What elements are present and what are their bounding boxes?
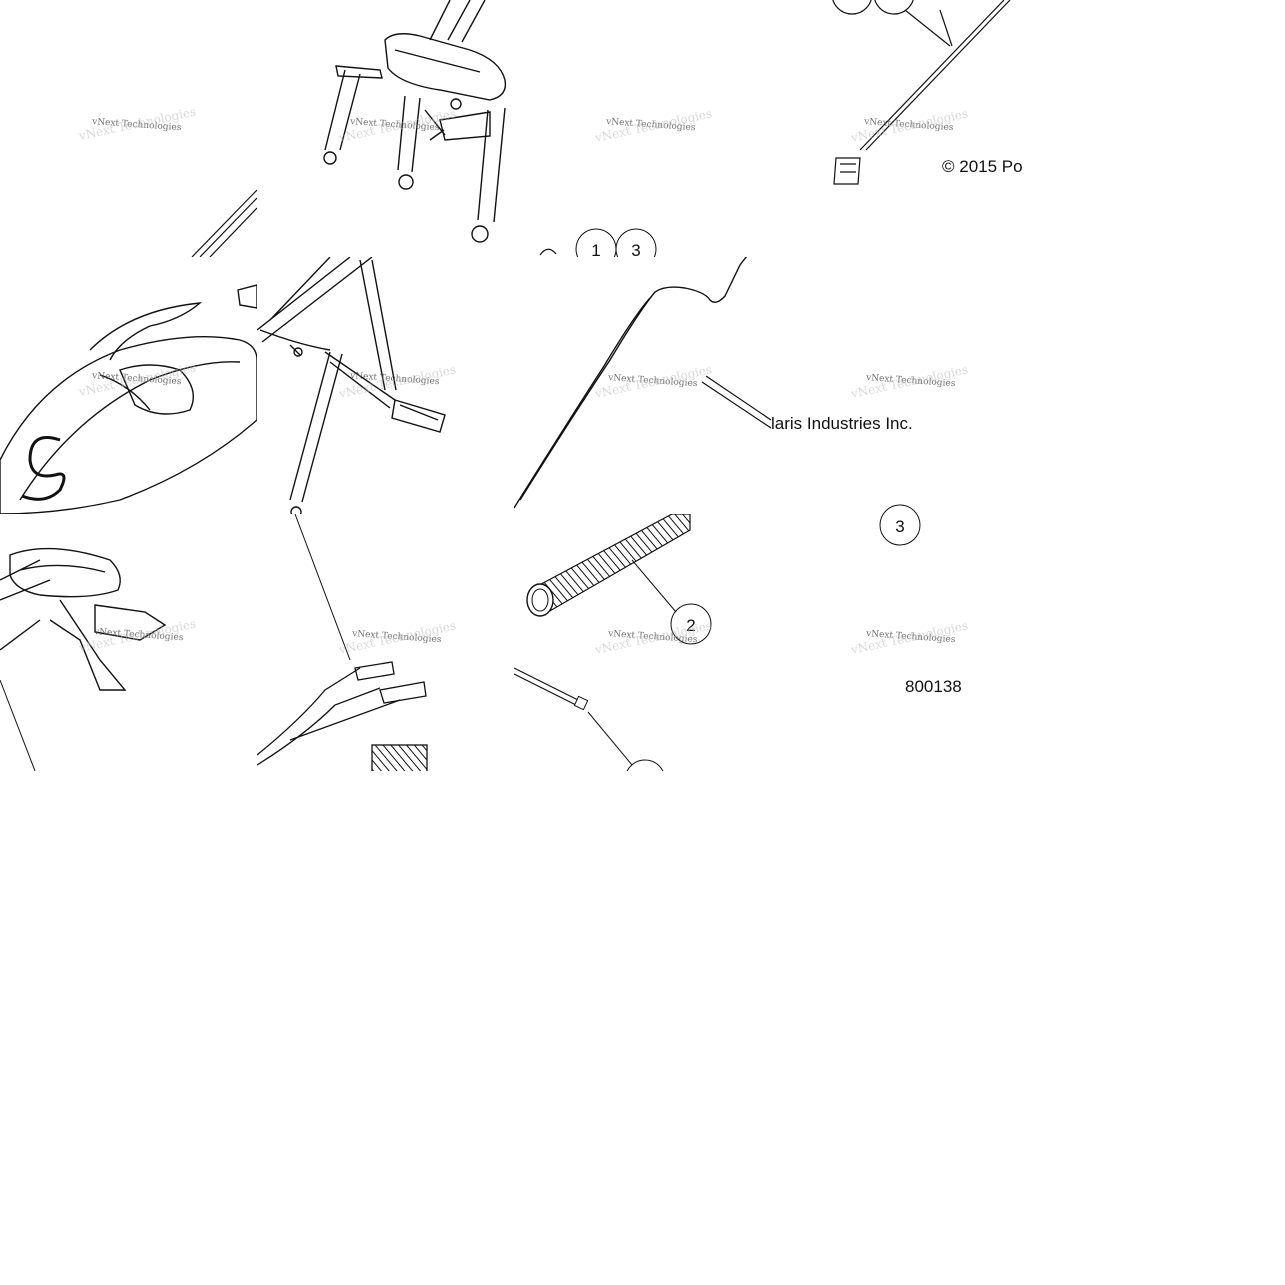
terminal-a: [354, 661, 395, 681]
tile-cable-route: [514, 257, 771, 509]
cable-main: [519, 257, 748, 501]
fork-mid: [397, 95, 421, 173]
fork-right: [477, 107, 506, 223]
callout-2: [670, 603, 712, 645]
wire-lead: [859, 0, 1011, 151]
callout-3-bottom-number: 3: [895, 517, 904, 536]
copyright-fragment-top: © 2015 Po: [942, 157, 1023, 176]
tile-conduit: 2: [514, 514, 712, 771]
tile-callout-3: 3: [879, 504, 921, 546]
leader-line-2: [631, 559, 677, 613]
taillight-housing: [9, 547, 121, 598]
diagram-number: 800138: [905, 677, 962, 696]
wire-harness: [257, 667, 401, 766]
leader-line-tl: [0, 679, 36, 771]
fork-left: [324, 69, 361, 151]
tile-seat: [0, 284, 257, 514]
handlebar-shape: [384, 33, 507, 101]
footpeg: [391, 399, 446, 433]
callout-3-top: [615, 228, 657, 257]
watermark-layer: vNext Technologies vNext Technologies vN…: [77, 104, 969, 657]
zip-tie: [514, 667, 579, 707]
tile-frame-footpeg: [257, 257, 446, 514]
callout-3-top-number: 3: [631, 241, 640, 260]
conduit-end: [526, 583, 554, 617]
connector-plug: [833, 157, 861, 185]
tile-taillight: [0, 547, 167, 771]
copyright-fragment-bottom: laris Industries Inc.: [771, 414, 913, 433]
conduit-stub: [371, 744, 428, 771]
logo-s: [21, 436, 66, 501]
frame-rail: [257, 257, 373, 343]
tile-top-callouts: 1 3: [539, 228, 657, 260]
callout-1-number: 1: [591, 241, 600, 260]
frame-tube: [289, 351, 343, 503]
callout-3-bottom: [879, 504, 921, 546]
tile-connector: [832, 0, 1011, 185]
tube-fragment: [191, 189, 257, 257]
tile-wire-ends: [257, 514, 428, 771]
mount-bracket: [49, 599, 127, 691]
tile-handlebar: [323, 0, 507, 243]
rear-fender: [89, 302, 203, 361]
convoluted-conduit: [529, 514, 691, 613]
terminal-b: [379, 681, 427, 704]
turn-signal: [94, 604, 167, 641]
cable-tie: [701, 375, 771, 429]
seat-body: [0, 335, 257, 514]
handle-grip: [335, 65, 383, 79]
tile-top-left: [191, 189, 257, 257]
callout-2-number: 2: [686, 616, 695, 635]
leader-line-wire: [294, 514, 351, 661]
